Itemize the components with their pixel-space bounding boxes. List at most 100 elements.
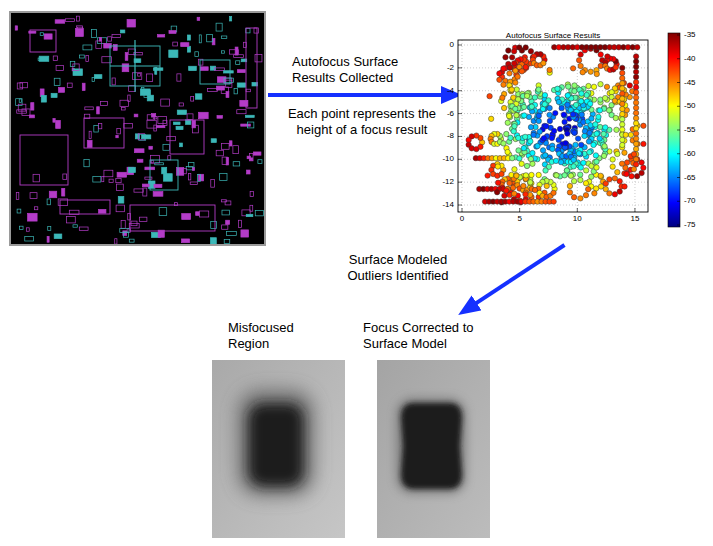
pcb-pad [99, 209, 106, 213]
corrected-image [377, 360, 490, 538]
colorbar-tick: -55 [684, 125, 710, 135]
colorbar-tick: -65 [684, 173, 710, 183]
pcb-pad [39, 56, 49, 61]
focus-point [587, 101, 592, 106]
pcb-pad [132, 73, 141, 80]
pcb-pad [188, 174, 190, 180]
pcb-pad [226, 220, 230, 224]
pcb-pad [234, 89, 238, 94]
pcb-pad [154, 184, 162, 187]
focus-point [505, 120, 510, 125]
focus-point [528, 180, 533, 185]
focus-point [541, 60, 546, 65]
pcb-pad [27, 228, 30, 231]
focus-point [494, 190, 499, 195]
focus-point [573, 142, 578, 147]
focus-point [513, 106, 518, 111]
focus-point [620, 65, 625, 70]
scatter-points [466, 45, 646, 205]
focus-point [535, 143, 540, 148]
tick-mark [458, 136, 462, 137]
focus-point [607, 191, 612, 196]
tick-mark [458, 113, 462, 114]
pcb-pad [117, 172, 127, 177]
pcb-pad [147, 120, 156, 128]
focus-point [547, 105, 552, 110]
pcb-pad [116, 135, 118, 137]
pcb-pad [237, 110, 246, 114]
scatter-plot: Autofocus Surface Results [452, 28, 702, 240]
focus-point [633, 95, 638, 100]
focus-point [589, 174, 594, 179]
tick-mark [677, 153, 680, 154]
focus-point [633, 136, 638, 141]
pcb-pad [109, 179, 113, 182]
focus-point [561, 112, 566, 117]
pcb-outline [170, 120, 204, 154]
focus-point [633, 59, 638, 64]
pcb-pad [217, 116, 222, 119]
flow-arrow [468, 245, 564, 308]
pcb-pad [233, 146, 239, 154]
pcb-pad [83, 45, 92, 50]
pcb-pad [120, 100, 129, 106]
focus-point [612, 98, 617, 103]
pcb-pad [168, 156, 171, 160]
focus-point [532, 187, 537, 192]
blurred-halo [238, 390, 314, 496]
tick-mark [458, 90, 462, 91]
focus-point [503, 55, 508, 60]
pcb-pad [236, 61, 240, 65]
pcb-pad [55, 20, 65, 24]
pcb-pad [41, 95, 46, 102]
focus-point [620, 75, 625, 80]
pcb-pad [211, 139, 216, 143]
focus-point [586, 139, 591, 144]
pcb-pad [196, 212, 199, 216]
pcb-pad [17, 110, 27, 113]
focus-point [513, 80, 518, 85]
focus-point [598, 173, 603, 178]
pcb-pad [123, 232, 128, 237]
focus-point [536, 87, 541, 92]
pcb-pad [254, 28, 259, 33]
focus-point [588, 69, 593, 74]
tick-mark [677, 225, 680, 226]
pcb-pad [190, 182, 197, 184]
focus-point [610, 157, 615, 162]
focus-point [529, 104, 534, 109]
focus-point [598, 184, 603, 189]
pcb-pad [59, 87, 65, 92]
pcb-pad [116, 205, 124, 212]
plot-frame [458, 40, 648, 212]
pcb-pad [193, 167, 195, 170]
pcb-pad [104, 170, 113, 177]
pcb-pad [189, 162, 194, 167]
pcb-pad [91, 30, 96, 38]
focus-point [639, 170, 644, 175]
focus-point [624, 171, 629, 176]
pcb-pad [49, 191, 56, 198]
pcb-pad [177, 110, 186, 114]
focus-point [511, 191, 516, 196]
focus-point [571, 164, 576, 169]
pcb-pad [224, 78, 233, 82]
focus-point [497, 71, 502, 76]
focus-point [593, 153, 598, 158]
pcb-pad [142, 87, 144, 90]
pcb-pad [116, 184, 123, 190]
pcb-pad [216, 150, 223, 156]
focus-point [578, 99, 583, 104]
grid-line [458, 205, 648, 206]
pcb-pad [145, 177, 152, 179]
focus-point [615, 151, 620, 156]
pcb-pad [98, 124, 101, 129]
focus-point [591, 84, 596, 89]
focus-point [624, 160, 629, 165]
focus-point [521, 104, 526, 109]
pcb-outline [60, 200, 110, 214]
focus-point [633, 110, 638, 115]
pcb-pad [44, 34, 52, 39]
focus-point [620, 117, 625, 122]
focus-point [500, 95, 505, 100]
